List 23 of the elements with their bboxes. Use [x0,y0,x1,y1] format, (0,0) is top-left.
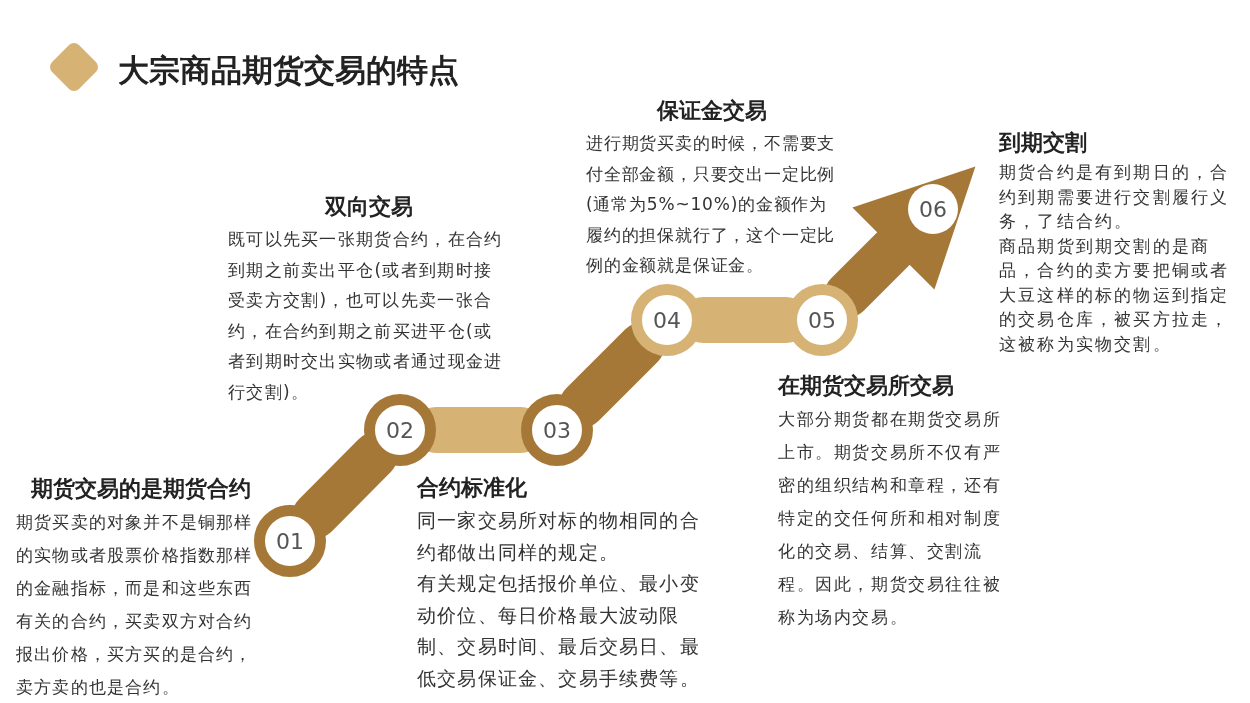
connector-band [559,322,665,428]
description-text: 商品期货到期交割的是商品，合约的卖方要把铜或者大豆这样的标的物运到指定的交易仓库，被买方拉走，这被称为实物交割。 [999,234,1231,356]
description-text: 进行期货买卖的时候，不需要支付全部金额，只要交出一定比例(通常为5%~10%)的金额作为履约的担保就行了，这个一定比例的金额就是保证金。 [586,132,837,277]
description-text: 有关规定包括报价单位、最小变动价位、每日价格最大波动限制、交易时间、最后交易日、最低交易保证金、交易手续费等。 [417,571,701,691]
section-heading: 到期交割 [999,129,1088,157]
description-text: 期货买卖的对象并不是铜那样的实物或者股票价格指数那样的金融指标，而是和这些东西有关的合约，买卖双方对合约报出价格，买方买的是合约，卖方卖的也是合约。 [16,511,254,699]
description-text: 大部分期货都在期货交易所上市。期货交易所不仅有严密的组织结构和章程，还有特定的交任何所和相对制度化的交易、结算、交割流程。因此，期货交易往往被称为场内交易。 [778,408,1003,629]
step-number: 05 [808,307,836,333]
step-number: 04 [653,307,681,333]
title: 大宗商品期货交易的特点 [118,51,459,90]
description-text: 既可以先买一张期货合约，在合约到期之前卖出平仓(或者到期时接受卖方交割)，也可以先卖一张合约，在合约到期之前买进平仓(或者到期时交出实物或者通过现金进行交割)。 [228,228,504,404]
section-heading: 保证金交易 [655,97,768,125]
step-number: 01 [276,528,304,554]
section-heading: 双向交易 [323,193,414,221]
description-text: 期货合约是有到期日的，合约到期需要进行交割履行义务，了结合约。 [999,161,1231,233]
step-number: 03 [543,417,571,443]
arrow [824,166,976,318]
description-text: 同一家交易所对标的物相同的合约都做出同样的规定。 [417,508,701,565]
section-heading: 在期货交易所交易 [778,372,955,400]
section-heading: 期货交易的是期货合约 [30,475,252,503]
step-number: 02 [386,417,414,443]
section-heading: 合约标准化 [417,474,528,502]
step-number: 06 [919,196,947,222]
